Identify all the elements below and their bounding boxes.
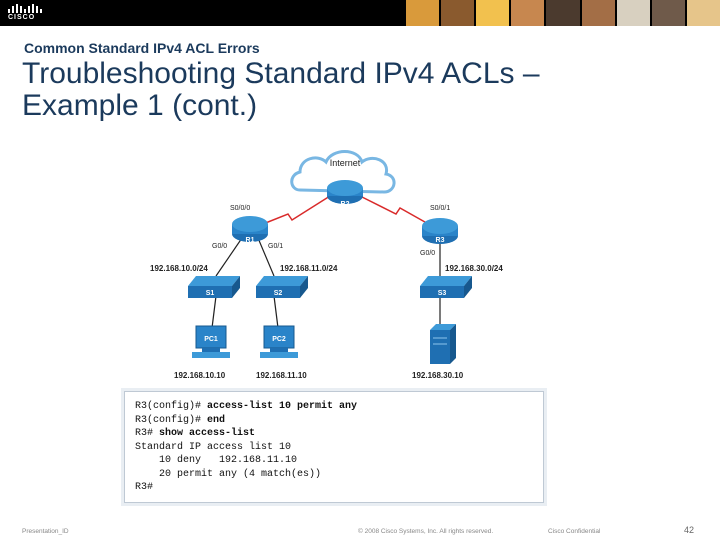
pc1[interactable]: PC1 bbox=[192, 325, 230, 358]
pc1-label: PC1 bbox=[204, 336, 218, 343]
s2-label: S2 bbox=[274, 290, 283, 297]
banner-photos bbox=[406, 0, 720, 26]
cisco-bars-icon bbox=[8, 4, 42, 13]
switch-s1[interactable]: S1 bbox=[188, 276, 240, 298]
network-3-label: 192.168.30.0/24 bbox=[445, 264, 503, 273]
s1-label: S1 bbox=[206, 290, 215, 297]
network-topology: Internet R2 R1 R3 S1 S2 bbox=[150, 150, 503, 380]
banner-photo bbox=[441, 0, 475, 26]
cli-prompt: R3(config)# bbox=[135, 414, 208, 426]
server[interactable] bbox=[430, 324, 456, 364]
cli-line: R3# bbox=[135, 481, 533, 495]
banner-photo bbox=[546, 0, 580, 26]
r3-serial-label: S0/0/1 bbox=[430, 205, 450, 212]
banner-photo bbox=[651, 0, 685, 26]
router-r3[interactable]: R3 bbox=[422, 218, 458, 244]
internet-cloud: Internet bbox=[290, 150, 396, 194]
cli-prompt: 20 permit any (4 match(es)) bbox=[135, 468, 322, 480]
link-r1-s1 bbox=[215, 237, 243, 277]
cli-prompt: Standard IP access list 10 bbox=[135, 441, 292, 453]
cli-line: 10 deny 192.168.11.10 bbox=[135, 454, 533, 468]
pc2-ip-label: 192.168.11.10 bbox=[256, 371, 307, 380]
top-banner: CISCO bbox=[0, 0, 720, 26]
r2-label: R2 bbox=[341, 201, 350, 208]
cli-line: R3# show access-list bbox=[135, 427, 533, 441]
link-s2-pc2 bbox=[273, 295, 279, 329]
cli-prompt: R3# bbox=[135, 482, 154, 493]
pc1-ip-label: 192.168.10.10 bbox=[174, 371, 226, 380]
slide-title-line2: Example 1 (cont.) bbox=[22, 89, 258, 122]
slide-title: Troubleshooting Standard IPv4 ACLs – Exa… bbox=[22, 58, 662, 122]
r1-g00-label: G0/0 bbox=[212, 243, 227, 250]
s3-label: S3 bbox=[438, 290, 447, 297]
r3-label: R3 bbox=[436, 237, 445, 244]
cli-line: R3(config)# end bbox=[135, 414, 533, 428]
network-1-label: 192.168.10.0/24 bbox=[150, 264, 208, 273]
r1-label: R1 bbox=[246, 237, 255, 244]
cli-command: access-list 10 permit any bbox=[207, 401, 358, 412]
footer-presentation-id: Presentation_ID bbox=[22, 528, 69, 535]
banner-photo bbox=[616, 0, 650, 26]
serial-link-r1-r2 bbox=[257, 195, 331, 227]
page-number: 42 bbox=[684, 525, 695, 535]
link-s1-pc1 bbox=[211, 295, 217, 329]
cli-line: R3(config)# access-list 10 permit any bbox=[135, 400, 533, 414]
footer-copyright: © 2008 Cisco Systems, Inc. All rights re… bbox=[358, 528, 494, 535]
internet-label: Internet bbox=[330, 158, 361, 168]
cli-prompt: R3# bbox=[135, 428, 160, 439]
r3-g00-label: G0/0 bbox=[420, 250, 435, 257]
serial-link-r2-r3 bbox=[359, 195, 433, 227]
cli-command: show access-list bbox=[159, 428, 256, 439]
slide-subtitle: Common Standard IPv4 ACL Errors bbox=[24, 40, 260, 56]
r1-serial-label: S0/0/0 bbox=[230, 205, 250, 212]
pc2-label: PC2 bbox=[272, 336, 286, 343]
banner-photo bbox=[686, 0, 720, 26]
cli-prompt: R3(config)# bbox=[135, 401, 208, 412]
cisco-logo: CISCO bbox=[8, 4, 42, 22]
banner-photo bbox=[511, 0, 545, 26]
router-r1[interactable]: R1 bbox=[232, 216, 268, 244]
footer-confidential: Cisco Confidential bbox=[548, 528, 601, 535]
network-2-label: 192.168.11.0/24 bbox=[280, 264, 338, 273]
banner-photo bbox=[581, 0, 615, 26]
cli-prompt: 10 deny 192.168.11.10 bbox=[135, 455, 298, 466]
cisco-logo-text: CISCO bbox=[8, 14, 36, 21]
link-r1-s2 bbox=[257, 237, 275, 277]
cli-command: end bbox=[207, 414, 226, 426]
server-ip-label: 192.168.30.10 bbox=[412, 371, 464, 380]
router-r2[interactable]: R2 bbox=[327, 180, 363, 208]
banner-photo bbox=[406, 0, 440, 26]
r1-g01-label: G0/1 bbox=[268, 243, 283, 250]
switch-s3[interactable]: S3 bbox=[420, 276, 472, 298]
cli-line: 20 permit any (4 match(es)) bbox=[135, 468, 533, 482]
pc2[interactable]: PC2 bbox=[260, 325, 298, 358]
banner-photo bbox=[476, 0, 510, 26]
slide-title-line1: Troubleshooting Standard IPv4 ACLs – bbox=[22, 57, 540, 90]
cli-line: Standard IP access list 10 bbox=[135, 441, 533, 455]
switch-s2[interactable]: S2 bbox=[256, 276, 308, 298]
